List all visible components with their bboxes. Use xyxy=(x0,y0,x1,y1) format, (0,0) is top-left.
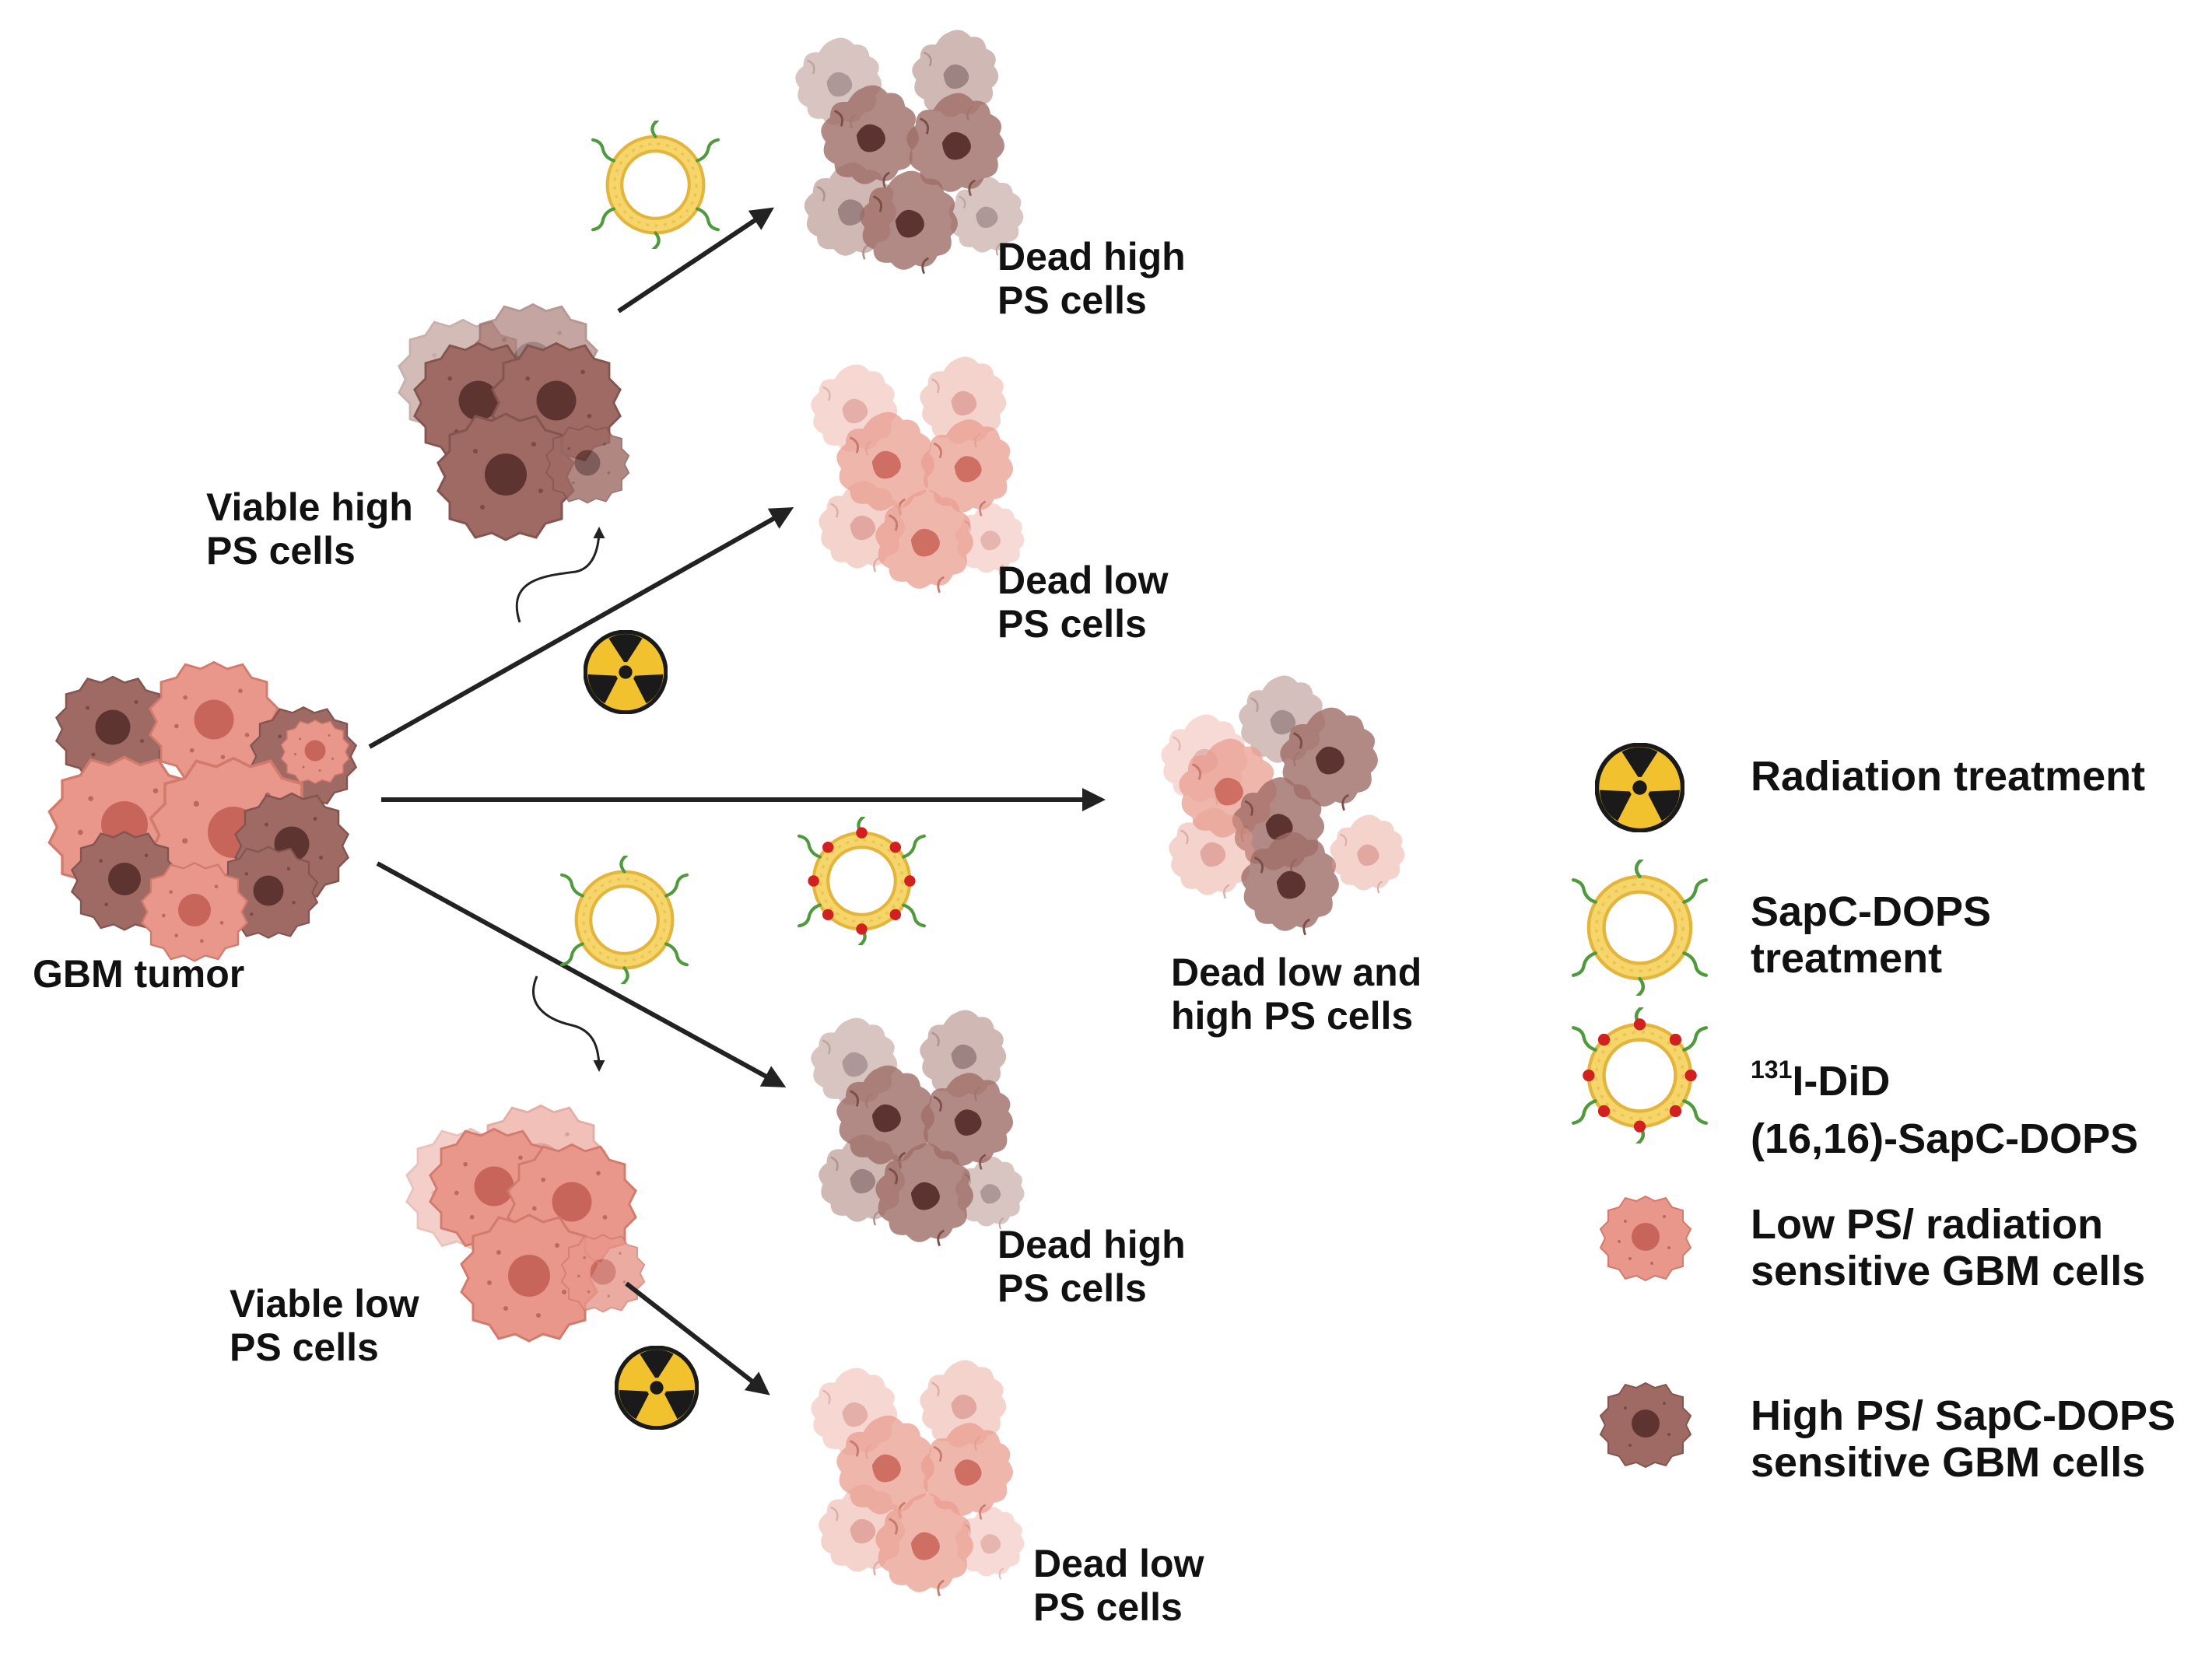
sapc-dops-liposome-icon xyxy=(1573,849,1706,1006)
viable-high-ps-cluster xyxy=(398,303,630,541)
dead-low-ps-cluster-bottom xyxy=(810,1359,1025,1598)
label-dead-high-ps-bottom: Dead high PS cells xyxy=(997,1223,1186,1310)
arrow-icon xyxy=(515,527,605,623)
arrow-icon xyxy=(376,861,787,1087)
label-viable-low-ps: Viable low PS cells xyxy=(230,1282,419,1369)
dead-high-ps-cluster-top xyxy=(794,29,1025,275)
arrows xyxy=(368,207,1106,1396)
label-dead-low-and-high-ps: Dead low and high PS cells xyxy=(1171,951,1422,1038)
label-viable-high-ps: Viable high PS cells xyxy=(206,485,413,573)
high-ps-cell-icon xyxy=(1600,1382,1691,1468)
sapc-dops-liposome-icon xyxy=(562,846,687,994)
legend-radiation-treatment: Radiation treatment xyxy=(1751,753,2146,800)
dead-low-and-high-ps-cluster xyxy=(1160,674,1406,937)
radiation-icon xyxy=(584,632,667,713)
131i-did-sapc-dops-liposome-icon xyxy=(799,807,924,955)
dead-high-ps-cluster-bottom xyxy=(810,1009,1025,1248)
label-dead-low-ps-top: Dead low PS cells xyxy=(997,559,1169,646)
viable-low-ps-cluster xyxy=(405,1104,646,1343)
131i-did-sapc-dops-liposome-icon xyxy=(1573,997,1706,1154)
radiation-icon xyxy=(615,1347,698,1428)
legend-sapc-dops-treatment: SapC-DOPS treatment xyxy=(1751,888,1992,982)
legend-low-ps-cells: Low PS/ radiation sensitive GBM cells xyxy=(1751,1201,2146,1294)
sapc-dops-liposome-icon xyxy=(593,111,718,259)
legend-high-ps-cells: High PS/ SapC-DOPS sensitive GBM cells xyxy=(1751,1392,2176,1486)
label-gbm-tumor: GBM tumor xyxy=(33,952,245,996)
radiation-icon xyxy=(1596,744,1684,830)
dead-low-ps-cluster-top xyxy=(810,355,1025,594)
legend-131i-did-sapc-dops: 131I-DiD (16,16)-SapC-DOPS xyxy=(1751,1056,2139,1162)
arrow-icon xyxy=(532,975,605,1072)
low-ps-cell-icon xyxy=(1600,1196,1691,1281)
arrow-icon xyxy=(617,207,774,313)
gbm-tumor-cluster xyxy=(47,660,357,962)
label-dead-low-ps-bottom: Dead low PS cells xyxy=(1033,1542,1204,1629)
arrow-icon xyxy=(625,1281,770,1396)
label-dead-high-ps-top: Dead high PS cells xyxy=(997,235,1186,322)
arrow-icon xyxy=(368,507,794,749)
